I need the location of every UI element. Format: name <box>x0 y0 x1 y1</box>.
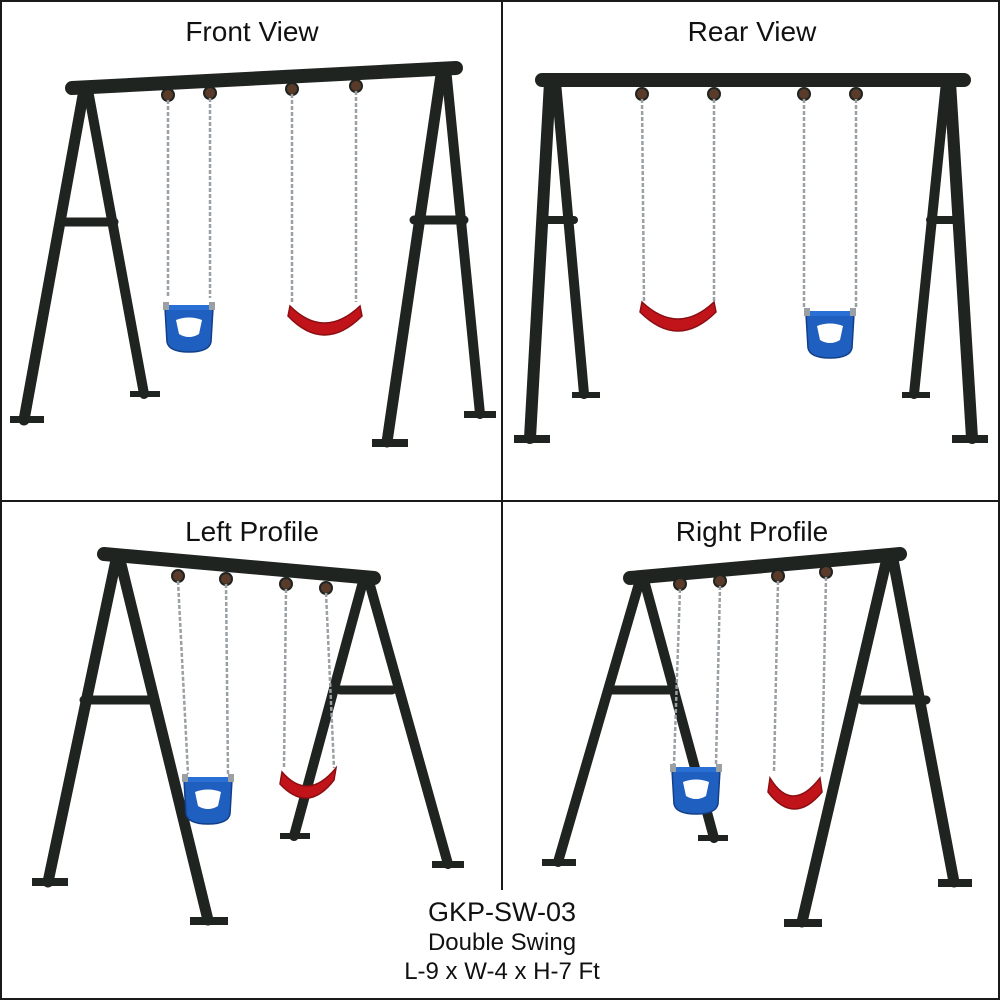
belt-seat-icon <box>287 304 363 336</box>
belt-seat-icon <box>639 300 717 332</box>
product-caption: GKP-SW-03 Double Swing L-9 x W-4 x H-7 F… <box>322 896 682 986</box>
belt-seat-icon <box>767 775 823 810</box>
right-profile-title: Right Profile <box>675 516 829 547</box>
rear-view-panel: Rear View <box>502 2 1000 502</box>
product-model: GKP-SW-03 <box>427 897 577 927</box>
swing-frame-icon <box>542 547 972 928</box>
swing-frame-icon <box>10 61 496 448</box>
product-dimensions: L-9 x W-4 x H-7 Ft <box>404 958 600 985</box>
front-view-title: Front View <box>185 16 319 47</box>
vertical-divider-top <box>501 2 503 502</box>
left-profile-panel: Left Profile <box>2 502 502 1002</box>
swing-frame-icon <box>32 547 464 926</box>
rear-view-title: Rear View <box>687 16 817 47</box>
left-profile-title: Left Profile <box>185 516 319 547</box>
vertical-divider-bottom <box>501 502 503 890</box>
right-profile-panel: Right Profile <box>502 502 1000 1002</box>
front-view-panel: Front View <box>2 2 502 502</box>
belt-seat-icon <box>279 765 338 799</box>
swing-frame-icon <box>514 73 988 444</box>
product-name: Double Swing <box>427 929 577 956</box>
